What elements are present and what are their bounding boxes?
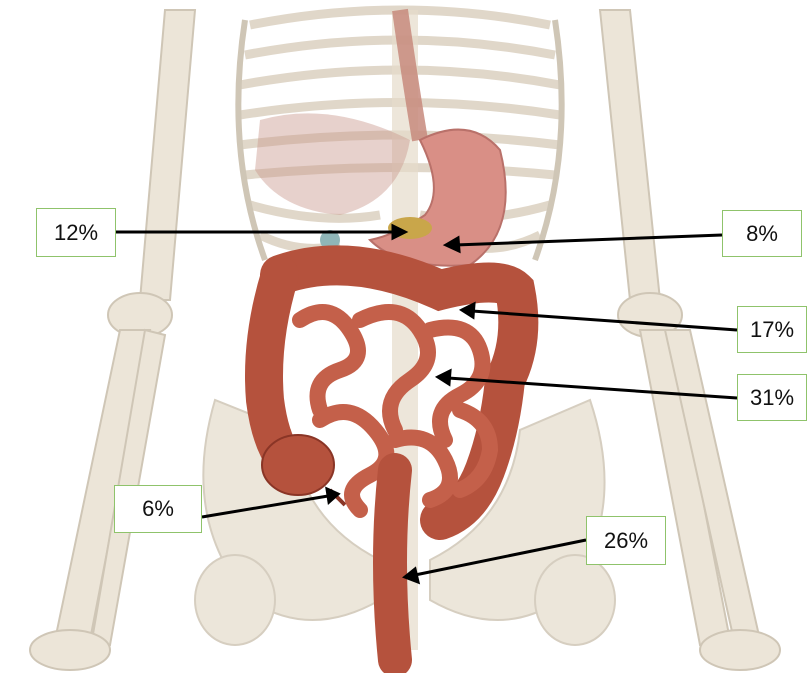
label-appendix: 6%: [114, 485, 202, 533]
label-stomach: 8%: [722, 210, 802, 257]
label-small-intestine: 31%: [737, 374, 807, 421]
label-gallbladder: 12%: [36, 208, 116, 257]
label-stomach-text: 8%: [746, 221, 778, 247]
label-transverse-colon: 17%: [737, 306, 807, 353]
label-transverse-colon-text: 17%: [750, 317, 794, 343]
label-rectum: 26%: [586, 516, 666, 565]
label-small-intestine-text: 31%: [750, 385, 794, 411]
label-appendix-text: 6%: [142, 496, 174, 522]
label-gallbladder-text: 12%: [54, 220, 98, 246]
rectum: [390, 470, 395, 660]
label-rectum-text: 26%: [604, 528, 648, 554]
